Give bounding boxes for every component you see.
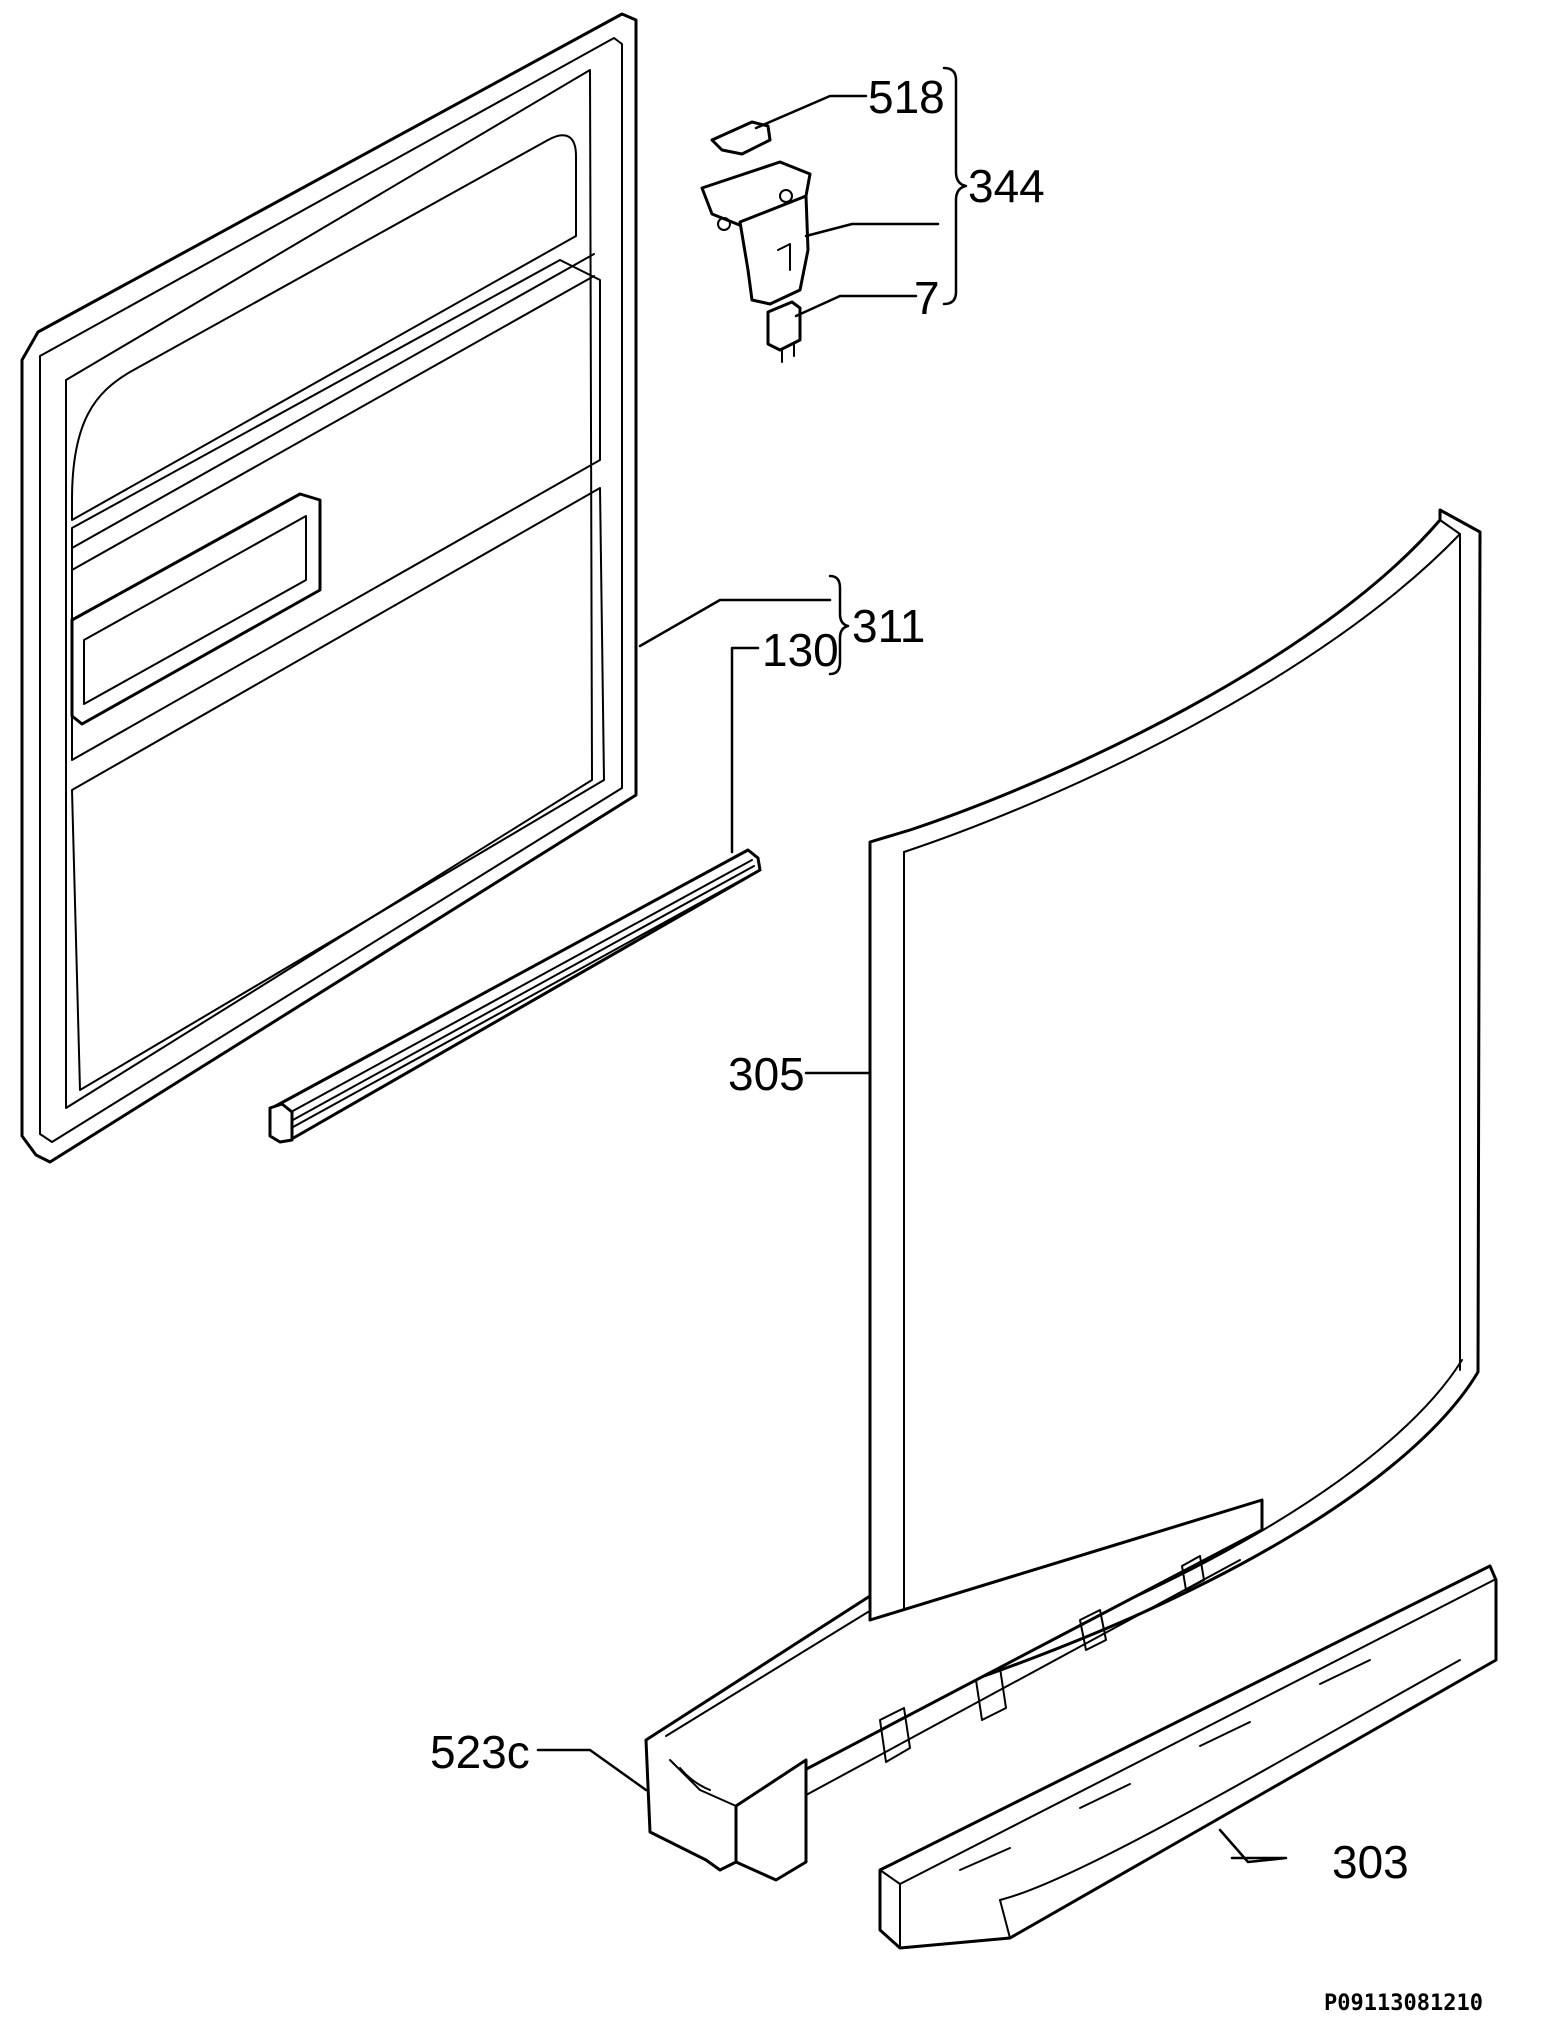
label-344: 344 bbox=[968, 160, 1045, 212]
label-7: 7 bbox=[914, 272, 940, 324]
label-518: 518 bbox=[868, 71, 945, 123]
label-311: 311 bbox=[852, 600, 925, 652]
label-523c: 523c bbox=[430, 1726, 530, 1778]
outer-door-panel bbox=[868, 508, 1482, 1706]
leader-lines bbox=[536, 66, 1288, 1864]
drawing-code: P09113081210 bbox=[1324, 1991, 1483, 2016]
inner-door-panel bbox=[20, 12, 638, 1164]
door-latch-assembly bbox=[700, 120, 812, 363]
plinth-frame bbox=[644, 1498, 1264, 1882]
label-303: 303 bbox=[1332, 1836, 1409, 1888]
seal-strip bbox=[268, 848, 762, 1144]
kickplate-cover bbox=[878, 1564, 1498, 1950]
label-305: 305 bbox=[728, 1048, 805, 1100]
label-130: 130 bbox=[762, 624, 839, 676]
callout-labels: 518 344 7 311 130 305 523c 303 P09113081… bbox=[430, 71, 1483, 2016]
